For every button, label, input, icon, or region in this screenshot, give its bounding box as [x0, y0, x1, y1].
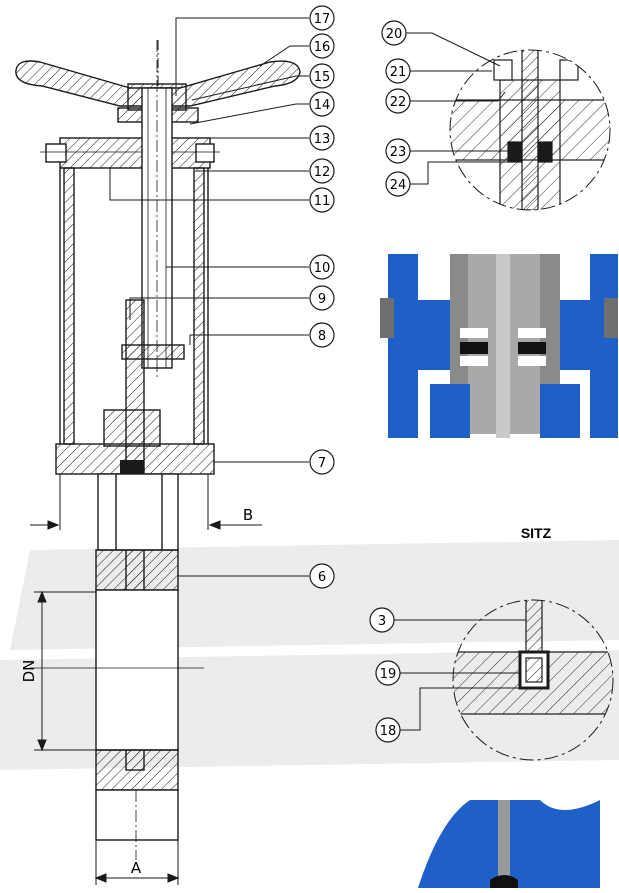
svg-text:10: 10	[314, 261, 331, 276]
callout-18: 18	[375, 717, 401, 743]
body-neck	[97, 473, 179, 551]
stem	[141, 40, 173, 380]
gland-detail	[449, 49, 611, 211]
svg-text:11: 11	[314, 194, 331, 209]
dimension-b	[30, 474, 262, 530]
callout-23: 23	[385, 138, 411, 164]
svg-text:14: 14	[314, 98, 331, 113]
top-plate	[40, 137, 220, 169]
callout-12: 12	[309, 158, 335, 184]
callout-15: 15	[309, 63, 335, 89]
svg-text:12: 12	[314, 165, 331, 180]
svg-text:17: 17	[314, 12, 331, 27]
callout-3: 3	[369, 607, 395, 633]
main-leader-lines	[109, 17, 309, 577]
dimension-dn-label: DN	[20, 660, 38, 683]
seat-leader-lines	[394, 619, 526, 731]
dimension-dn	[34, 590, 96, 752]
callout-24: 24	[385, 171, 411, 197]
svg-text:6: 6	[318, 570, 326, 585]
seat-detail	[452, 599, 614, 761]
callout-21: 21	[385, 58, 411, 84]
svg-text:20: 20	[386, 27, 403, 42]
svg-text:23: 23	[390, 145, 407, 160]
svg-text:22: 22	[390, 95, 407, 110]
svg-text:19: 19	[380, 667, 397, 682]
dimension-b-label: B	[243, 506, 253, 524]
callout-11: 11	[309, 187, 335, 213]
callout-22: 22	[385, 88, 411, 114]
svg-text:7: 7	[318, 456, 326, 471]
dimension-a	[94, 840, 180, 885]
svg-text:3: 3	[378, 614, 386, 629]
render-3d-gland	[380, 254, 618, 438]
gland-leader-lines	[406, 32, 510, 185]
svg-text:16: 16	[314, 40, 331, 55]
svg-text:21: 21	[390, 65, 407, 80]
seat-title: SITZ	[521, 525, 552, 541]
svg-text:8: 8	[318, 329, 326, 344]
body-flange	[55, 409, 215, 475]
svg-text:15: 15	[314, 70, 331, 85]
callout-14: 14	[309, 91, 335, 117]
callout-8: 8	[309, 322, 335, 348]
callout-17: 17	[309, 5, 335, 31]
gland-callouts: 20 21 22 23 24	[381, 20, 411, 197]
svg-text:18: 18	[380, 724, 397, 739]
callout-20: 20	[381, 20, 407, 46]
callout-10: 10	[309, 254, 335, 280]
callout-7: 7	[309, 449, 335, 475]
svg-text:13: 13	[314, 132, 331, 147]
main-callouts: 17 16 15 14 13 12 11 10 9 8 7 6	[309, 5, 335, 589]
dimension-a-label: A	[131, 859, 142, 877]
seat-callouts: 3 19 18	[369, 607, 401, 743]
main-valve-section	[15, 40, 301, 885]
svg-text:24: 24	[390, 178, 407, 193]
svg-text:9: 9	[318, 292, 326, 307]
callout-9: 9	[309, 285, 335, 311]
callout-16: 16	[309, 33, 335, 59]
callout-19: 19	[375, 660, 401, 686]
valve-body	[30, 549, 204, 860]
render-3d-seat	[418, 800, 600, 888]
callout-13: 13	[309, 125, 335, 151]
callout-6: 6	[309, 563, 335, 589]
